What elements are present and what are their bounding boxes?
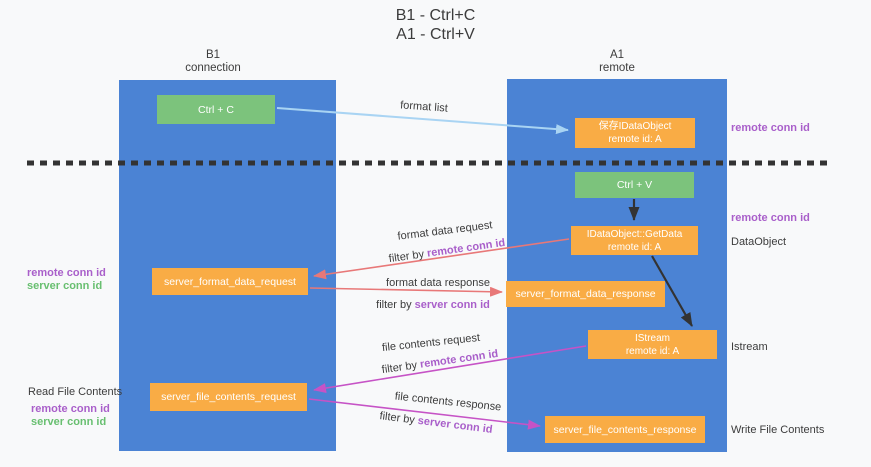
node-server-format-data-response-label: server_format_data_response [515, 288, 656, 300]
node-ctrl-v-label: Ctrl + V [616, 179, 653, 191]
lane-header-a1: A1 remote [557, 49, 677, 75]
label-server-conn-id-left-top: server conn id [27, 280, 103, 292]
page-title: B1 - Ctrl+C A1 - Ctrl+V [0, 6, 871, 44]
title-line-1: B1 - Ctrl+C [395, 7, 476, 24]
node-ctrl-c-label: Ctrl + C [198, 103, 234, 116]
node-server-file-contents-request-label: server_file_contents_request [161, 391, 296, 403]
node-istream-line2: remote id: A [625, 345, 680, 357]
node-server-file-contents-response: server_file_contents_response [545, 416, 705, 443]
node-server-format-data-request: server_format_data_request [152, 268, 308, 295]
node-save-idataobject-line1: 保存IDataObject [598, 121, 672, 132]
lane-header-a1-line1: A1 [609, 49, 625, 61]
node-server-file-contents-request: server_file_contents_request [150, 383, 307, 411]
label-filter-by-server-conn-id-1: filter by server conn id [376, 299, 490, 311]
label-istream: Istream [731, 341, 768, 353]
node-idataobject-getdata-line1: IDataObject::GetData [586, 228, 683, 240]
server-conn-id-text: server conn id [417, 414, 494, 436]
label-dataobject: DataObject [731, 236, 787, 248]
label-remote-conn-id-left-bottom: remote conn id [31, 403, 110, 415]
label-read-file-contents: Read File Contents [28, 386, 123, 398]
node-save-idataobject: 保存IDataObject remote id: A [575, 118, 695, 148]
node-istream-line1: IStream [634, 332, 670, 344]
filter-by-text: filter by [378, 410, 419, 427]
node-ctrl-v: Ctrl + V [575, 172, 694, 198]
label-format-data-request: format data request [396, 219, 494, 243]
label-file-contents-request: file contents request [381, 331, 481, 355]
node-istream: IStream remote id: A [588, 330, 717, 359]
node-idataobject-getdata: IDataObject::GetData remote id: A [571, 226, 698, 255]
remote-conn-id-text: remote conn id [426, 236, 506, 260]
filter-by-text: filter by [388, 247, 428, 266]
label-format-list: format list [399, 99, 449, 115]
server-conn-id-text: server conn id [414, 299, 490, 311]
lane-header-b1-line1: B1 [205, 49, 221, 61]
lane-header-b1-line2: connection [185, 62, 241, 74]
node-save-idataobject-line2: remote id: A [608, 134, 662, 145]
node-server-format-data-request-label: server_format_data_request [164, 275, 296, 288]
label-server-conn-id-left-bottom: server conn id [31, 416, 107, 428]
label-remote-conn-id-right-top: remote conn id [731, 122, 810, 134]
label-file-contents-response: file contents response [394, 390, 502, 414]
label-write-file-contents: Write File Contents [731, 424, 825, 436]
lane-header-b1: B1 connection [153, 49, 273, 75]
title-line-2: A1 - Ctrl+V [396, 26, 475, 43]
label-format-data-response: format data response [386, 277, 490, 289]
node-idataobject-getdata-line2: remote id: A [607, 241, 662, 253]
label-remote-conn-id-right-mid: remote conn id [731, 212, 810, 224]
lane-header-a1-line2: remote [599, 62, 635, 74]
label-remote-conn-id-left-top: remote conn id [27, 267, 106, 279]
node-ctrl-c: Ctrl + C [157, 95, 275, 124]
node-server-file-contents-response-label: server_file_contents_response [553, 423, 697, 436]
remote-conn-id-text: remote conn id [419, 347, 499, 371]
node-server-format-data-response: server_format_data_response [506, 281, 665, 307]
filter-by-text: filter by [381, 358, 421, 377]
label-filter-by-server-conn-id-2: filter by server conn id [379, 410, 493, 436]
filter-by-text: filter by [376, 299, 415, 311]
